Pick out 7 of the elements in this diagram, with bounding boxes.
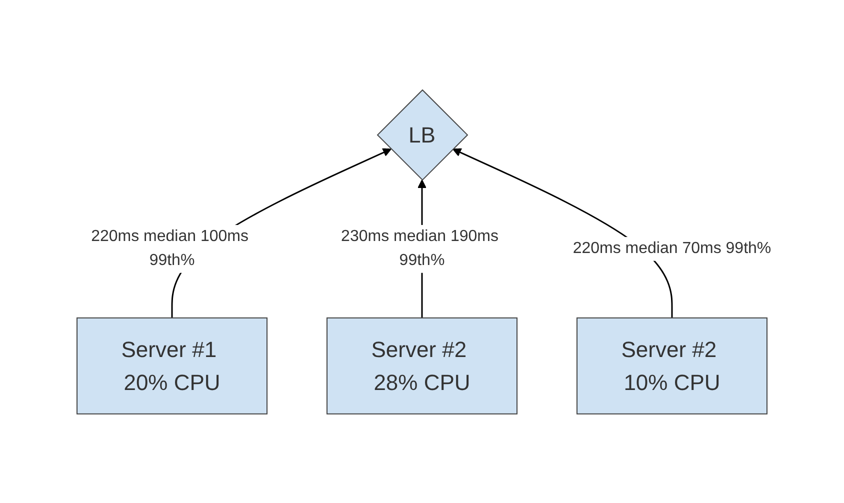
node-box: Server #2 28% CPU xyxy=(326,316,518,414)
edge-label: 230ms median 190ms 99th% xyxy=(341,227,499,268)
node-box: Server #2 10% CPU xyxy=(576,316,768,414)
node-diamond: LB xyxy=(377,88,469,180)
edge-label: 220ms median 100ms 99th% xyxy=(91,227,249,268)
node-box: Server #1 20% CPU xyxy=(76,316,268,414)
edge-label: 220ms median 70ms 99th% xyxy=(573,239,772,256)
